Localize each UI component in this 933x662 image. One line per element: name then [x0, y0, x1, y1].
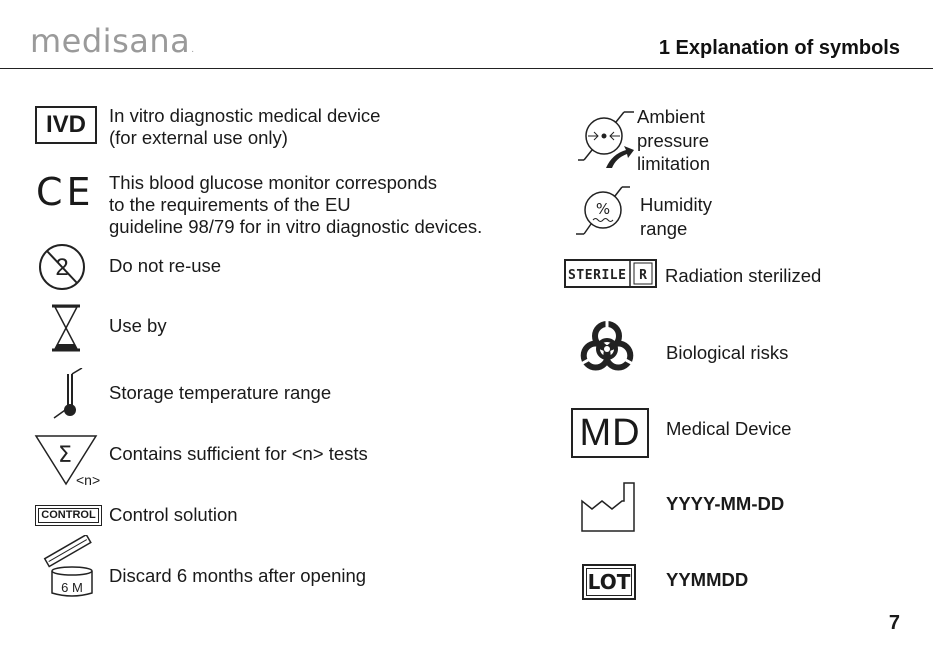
ce-text-line-2: to the requirements of the EU	[109, 194, 351, 215]
humidity-percent-label: %	[596, 200, 610, 218]
ce-text-line-3: guideline 98/79 for in vitro diagnostic …	[109, 216, 483, 237]
biohazard-text: Biological risks	[666, 342, 789, 363]
manufacture-date-icon	[581, 482, 635, 532]
lot-icon: LOT	[582, 564, 636, 600]
humidity-icon: %	[576, 186, 630, 235]
sigma-text: Contains sufficient for <n> tests	[109, 443, 368, 464]
ivd-text-line-1: In vitro diagnostic medical device	[109, 105, 381, 126]
thermometer-icon	[53, 368, 83, 419]
sterile-text: Radiation sterilized	[665, 265, 822, 286]
ce-text-line-1: This blood glucose monitor corresponds	[109, 172, 438, 193]
manufacture-date-text: YYYY-MM-DD	[666, 493, 785, 514]
page-number: 7	[888, 612, 900, 634]
humidity-text-line-2: range	[640, 218, 688, 239]
sterile-icon: STERILE R	[564, 259, 657, 288]
pressure-text-line-3: limitation	[637, 153, 710, 174]
control-text: Control solution	[109, 504, 238, 525]
control-icon: CONTROL	[35, 505, 102, 526]
do-not-reuse-icon: 2	[39, 244, 85, 290]
svg-text:Σ: Σ	[58, 443, 72, 468]
storage-temp-text: Storage temperature range	[109, 382, 332, 403]
ce-mark-icon: CE	[36, 170, 95, 214]
md-icon: MD	[571, 408, 649, 458]
pressure-icon	[578, 111, 634, 168]
pressure-text-line-2: pressure	[637, 130, 709, 151]
biohazard-icon	[580, 320, 634, 371]
section-title: 1 Explanation of symbols	[658, 37, 900, 59]
ivd-icon: IVD	[35, 106, 97, 144]
md-text: Medical Device	[666, 418, 792, 439]
lot-text: YYMMDD	[666, 569, 749, 590]
svg-text:R: R	[639, 268, 647, 283]
use-by-text: Use by	[109, 315, 167, 336]
svg-text:STERILE: STERILE	[568, 268, 626, 283]
discard-text: Discard 6 months after opening	[109, 565, 367, 586]
humidity-text-line-1: Humidity	[640, 194, 712, 215]
medisana-logo: medisana.	[30, 22, 195, 60]
discard-icon: 6 M	[43, 535, 93, 597]
header-divider	[0, 68, 933, 69]
pressure-text-line-1: Ambient	[637, 106, 705, 127]
svg-text:2: 2	[55, 254, 68, 281]
hourglass-icon	[52, 304, 80, 352]
discard-6m-label: 6 M	[61, 580, 83, 595]
sigma-n-label: <n>	[76, 472, 101, 488]
ivd-text-line-2: (for external use only)	[109, 127, 288, 148]
do-not-reuse-text: Do not re-use	[109, 255, 222, 276]
sigma-triangle-icon: Σ	[34, 435, 98, 486]
